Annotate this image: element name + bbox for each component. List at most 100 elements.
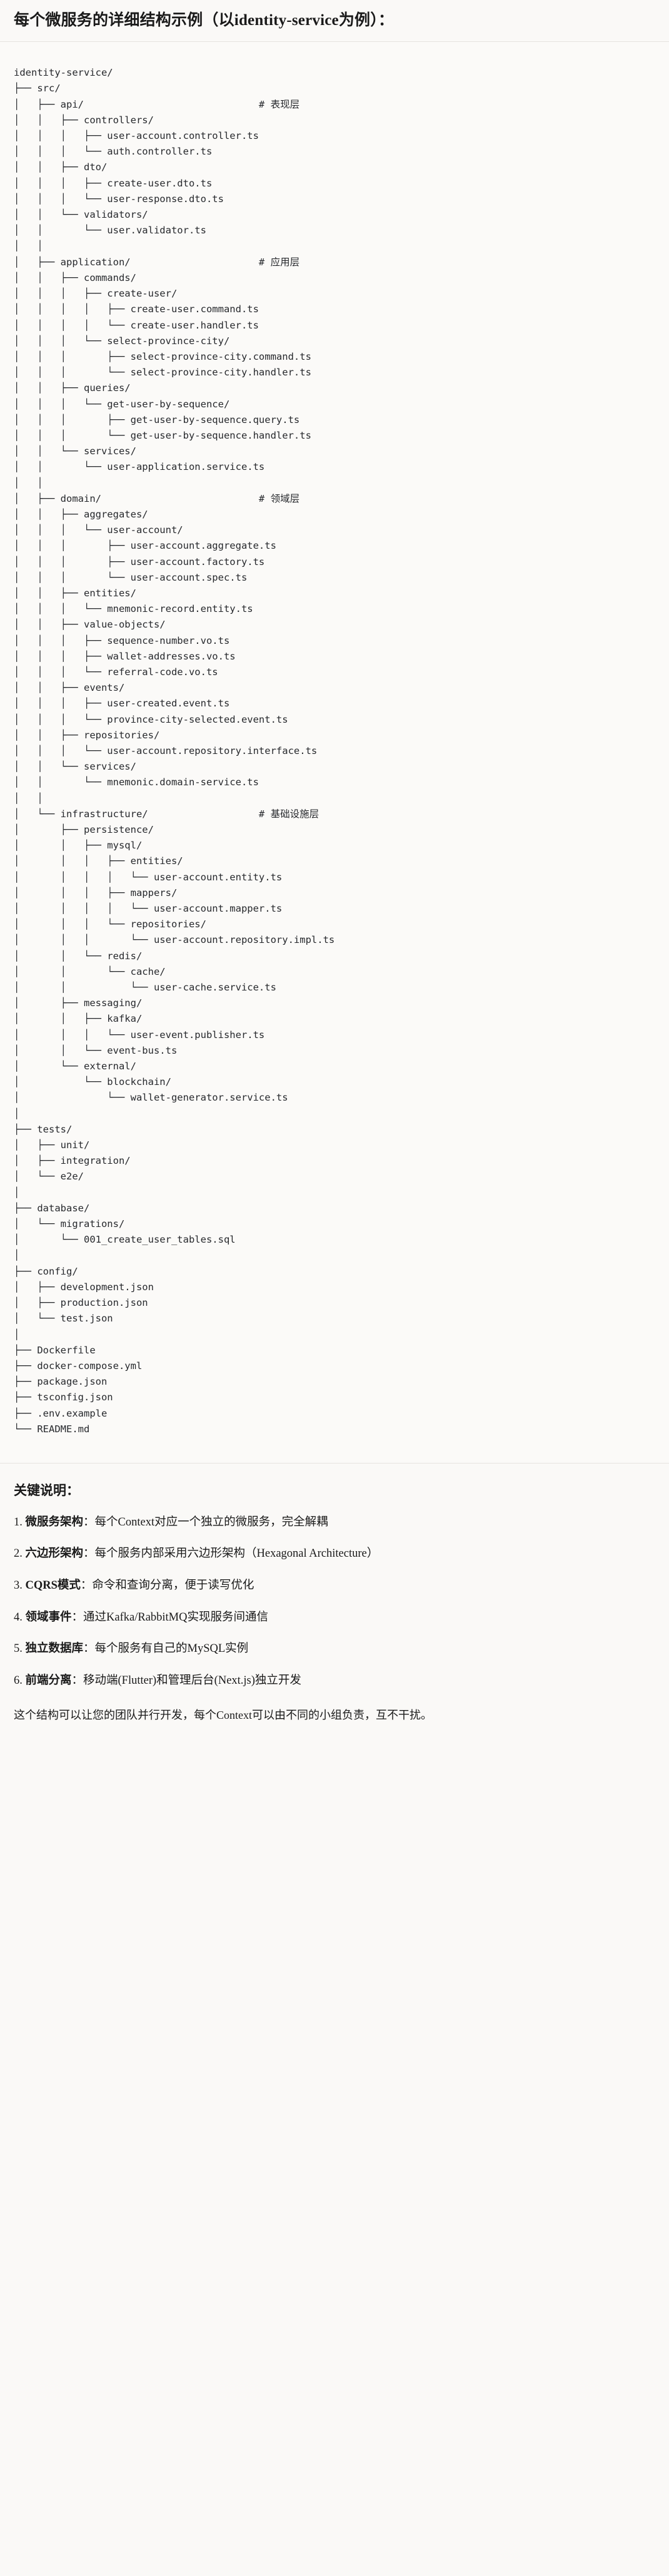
key-note-body: ：每个服务有自己的MySQL实例 [83,1642,249,1656]
tree-line: │ │ │ ├── select-province-city.command.t… [14,350,311,362]
tree-line: ├── Dockerfile [14,1344,96,1356]
divider-bottom [0,1463,669,1464]
tree-line: │ └── 001_create_user_tables.sql [14,1234,236,1246]
tree-line: │ │ │ └── select-province-city.handler.t… [14,367,311,379]
key-note-item: 6. 前端分离：移动端(Flutter)和管理后台(Next.js)独立开发 [14,1672,655,1690]
directory-tree: identity-service/ ├── src/ │ ├── api/ # 表现… [14,65,655,1437]
tree-line: │ │ │ └── user-event.publisher.ts [14,1029,265,1041]
key-note-body: ：移动端(Flutter)和管理后台(Next.js)独立开发 [71,1674,301,1688]
tree-line: │ │ ├── events/ [14,682,125,694]
tree-line: │ [14,1186,20,1198]
tree-line: │ [14,1107,20,1119]
tree-line: ├── .env.example [14,1407,108,1419]
tree-line: │ │ [14,477,43,489]
key-note-item: 5. 独立数据库：每个服务有自己的MySQL实例 [14,1640,655,1658]
tree-line: │ │ │ └── get-user-by-sequence/ [14,398,230,410]
tree-line: │ │ └── event-bus.ts [14,1044,178,1056]
tree-line: │ │ │ │ └── create-user.handler.ts [14,319,259,331]
key-note-item: 1. 微服务架构：每个Context对应一个独立的微服务，完全解耦 [14,1514,655,1532]
tree-line: ├── tsconfig.json [14,1392,113,1403]
key-note-item: 3. CQRS模式：命令和查询分离，便于读写优化 [14,1577,655,1595]
key-note-term: 领域事件 [25,1611,72,1624]
key-note-item: 2. 六边形架构：每个服务内部采用六边形架构（Hexagonal Archite… [14,1545,655,1563]
tree-line: │ │ └── cache/ [14,965,166,977]
tree-line: │ │ └── user-application.service.ts [14,461,265,473]
tree-line: │ │ │ └── auth.controller.ts [14,146,213,158]
key-note-body: ：每个Context对应一个独立的微服务，完全解耦 [83,1515,328,1529]
key-note-number: 2. [14,1547,26,1560]
tree-line: │ ├── domain/ # 领域层 [14,492,300,504]
tree-line: └── README.md [14,1423,90,1435]
key-note-body: ：通过Kafka/RabbitMQ实现服务间通信 [71,1611,268,1624]
tree-line: │ ├── application/ # 应用层 [14,256,300,268]
key-notes-title: 关键说明： [14,1483,79,1499]
tree-line: │ │ │ │ ├── create-user.command.ts [14,303,259,315]
tree-line: │ │ │ ├── user-account.factory.ts [14,556,265,568]
tree-line: │ │ │ ├── get-user-by-sequence.query.ts [14,414,300,425]
tree-line: │ │ ├── controllers/ [14,114,154,126]
tree-line: │ ├── integration/ [14,1155,131,1167]
divider-top [0,41,669,42]
tree-line: │ │ └── redis/ [14,950,143,962]
key-note-body: ：命令和查询分离，便于读写优化 [80,1579,254,1592]
tree-line: │ ├── production.json [14,1297,148,1309]
tree-line: │ [14,1250,20,1261]
key-note-item: 4. 领域事件：通过Kafka/RabbitMQ实现服务间通信 [14,1609,655,1627]
key-note-number: 4. [14,1611,26,1624]
tree-line: │ │ │ └── select-province-city/ [14,335,230,347]
tree-line: │ │ │ └── mnemonic-record.entity.ts [14,603,253,615]
tree-line: │ │ ├── commands/ [14,272,136,283]
tree-line: │ └── migrations/ [14,1218,125,1230]
key-notes-section: 关键说明： 1. 微服务架构：每个Context对应一个独立的微服务，完全解耦 2… [0,1464,669,1744]
tree-line: │ ├── unit/ [14,1139,90,1151]
tree-line: │ │ └── user.validator.ts [14,225,206,237]
tree-line: │ │ │ │ └── user-account.mapper.ts [14,903,283,915]
tree-line: │ │ ├── mysql/ [14,840,143,852]
directory-tree-block: identity-service/ ├── src/ │ ├── api/ # 表现… [0,41,669,1464]
tree-line: │ │ │ │ └── user-account.entity.ts [14,871,283,883]
key-notes-list: 1. 微服务架构：每个Context对应一个独立的微服务，完全解耦 2. 六边形架… [14,1514,655,1690]
tree-line: │ │ └── services/ [14,761,136,773]
tree-line: │ └── wallet-generator.service.ts [14,1092,288,1104]
tree-line: │ └── blockchain/ [14,1076,171,1088]
closing-paragraph: 这个结构可以让您的团队并行开发，每个Context可以由不同的小组负责，互不干扰… [14,1708,432,1721]
tree-line: │ │ │ ├── mappers/ [14,887,178,899]
tree-line: │ │ │ ├── create-user.dto.ts [14,177,213,189]
tree-line: │ ├── persistence/ [14,824,154,835]
tree-line: │ │ │ └── province-city-selected.event.t… [14,713,288,725]
tree-line: │ │ │ └── user-response.dto.ts [14,193,224,205]
tree-line: │ [14,1328,20,1340]
key-note-term: 独立数据库 [25,1642,84,1656]
tree-line: │ │ │ ├── user-account.controller.ts [14,130,259,142]
tree-line: │ ├── api/ # 表现层 [14,98,300,110]
tree-line: │ │ └── user-cache.service.ts [14,982,276,994]
tree-line: identity-service/ [14,67,113,79]
tree-line: ├── package.json [14,1376,108,1388]
key-note-term: 六边形架构 [25,1547,84,1560]
tree-line: │ │ ├── dto/ [14,161,108,173]
document-page: 每个微服务的详细结构示例（以identity-service为例）： ident… [0,12,669,1744]
tree-line: │ └── test.json [14,1313,113,1325]
tree-line: │ │ ├── aggregates/ [14,508,148,520]
tree-line: │ │ │ ├── wallet-addresses.vo.ts [14,650,236,662]
tree-line: │ │ ├── entities/ [14,587,136,599]
key-note-term: 微服务架构 [25,1515,84,1529]
key-note-number: 1. [14,1515,26,1529]
tree-line: │ │ ├── repositories/ [14,729,160,741]
tree-line: │ │ └── mnemonic.domain-service.ts [14,776,259,788]
tree-line: │ │ │ ├── user-created.event.ts [14,698,230,710]
tree-line: │ │ │ └── user-account.repository.impl.t… [14,934,335,946]
tree-line: │ │ ├── value-objects/ [14,619,166,631]
key-note-term: 前端分离 [25,1674,72,1688]
tree-line: │ │ └── services/ [14,445,136,457]
tree-line: │ │ ├── queries/ [14,382,131,394]
key-note-number: 6. [14,1674,26,1688]
tree-line: │ │ ├── kafka/ [14,1013,143,1025]
tree-line: ├── src/ [14,83,61,94]
key-note-number: 3. [14,1579,26,1592]
tree-line: │ │ │ ├── create-user/ [14,288,178,300]
tree-line: │ │ │ └── referral-code.vo.ts [14,666,218,678]
tree-line: │ │ │ ├── sequence-number.vo.ts [14,634,230,646]
tree-line: │ └── infrastructure/ # 基础设施层 [14,808,319,820]
tree-line: │ │ │ └── user-account.repository.interf… [14,745,318,756]
